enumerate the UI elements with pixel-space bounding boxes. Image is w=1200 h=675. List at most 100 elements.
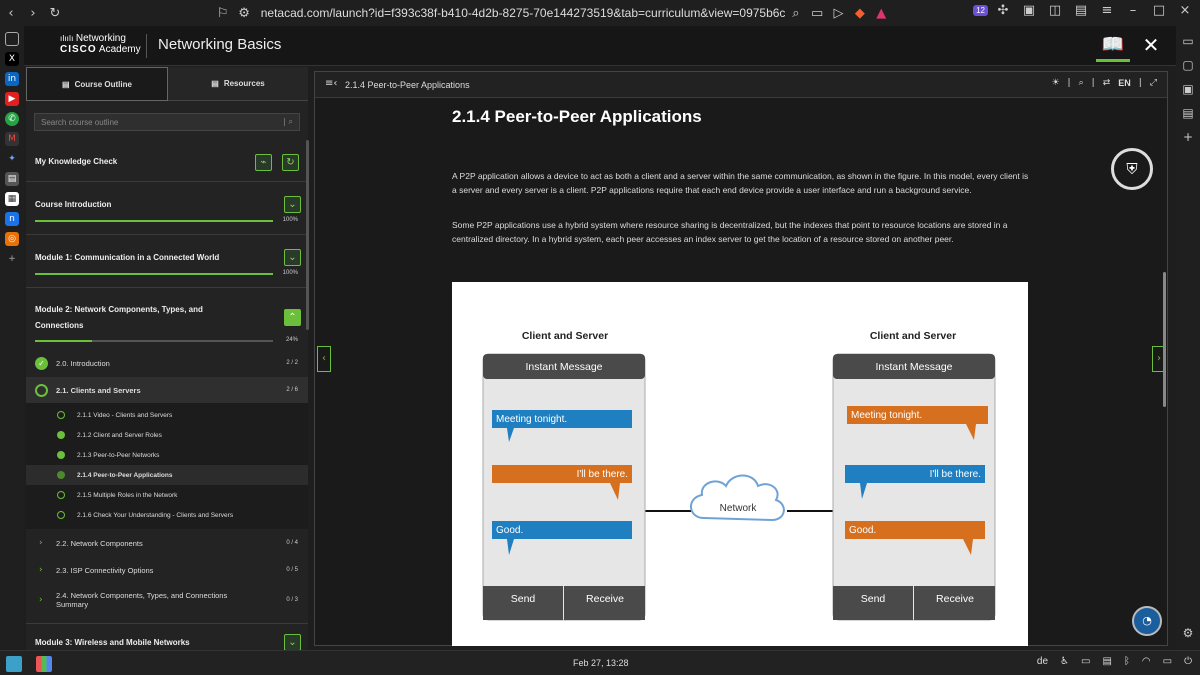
chat-icon[interactable]: ▭ xyxy=(1182,34,1194,48)
search-input[interactable]: Search course outline | ⌕ xyxy=(34,113,300,131)
chevron-down-icon[interactable]: ⌄ xyxy=(284,634,301,650)
chevron-down-icon[interactable]: ⌄ xyxy=(284,249,301,266)
x-icon[interactable]: X xyxy=(5,52,19,66)
youtube-icon[interactable]: ▶ xyxy=(5,92,19,106)
figure-svg: Client and Server Client and Server Netw… xyxy=(482,330,996,621)
wallet-icon[interactable]: ▤ xyxy=(1074,3,1088,18)
tab-count-badge[interactable]: 12 xyxy=(973,5,988,16)
calendar-icon[interactable]: ▦ xyxy=(5,192,19,206)
power-icon[interactable]: ⏻ xyxy=(1184,656,1192,667)
tab-resources[interactable]: ▤Resources xyxy=(168,67,308,101)
zoom-icon[interactable]: ⌕ xyxy=(792,5,800,21)
section-module-2-line1[interactable]: Module 2: Network Components, Types, and xyxy=(35,305,203,314)
note-icon[interactable]: ▢ xyxy=(1182,58,1194,72)
chevron-down-icon[interactable]: ⌄ xyxy=(284,196,301,213)
shield-icon[interactable]: ⛨ xyxy=(1111,148,1153,190)
sidebar-toggle-icon[interactable]: ◫ xyxy=(1048,3,1062,18)
accessibility-icon[interactable]: ♿ xyxy=(1060,656,1069,667)
menu-icon[interactable]: ≡ xyxy=(1101,3,1113,18)
add-panel-icon[interactable]: + xyxy=(1182,130,1194,144)
list-item-active[interactable]: 2.1. Clients and Servers 2 / 6 xyxy=(26,377,308,403)
cast-icon[interactable]: ▭ xyxy=(811,5,824,21)
subitem[interactable]: 2.1.2 Client and Server Roles xyxy=(26,425,308,445)
subitem[interactable]: 2.1.1 Video - Clients and Servers xyxy=(26,405,308,425)
gemini-icon[interactable]: ✦ xyxy=(8,154,16,164)
logo-brand: CISCO xyxy=(60,44,97,55)
content-scrollbar[interactable] xyxy=(1163,272,1166,407)
screen-icon[interactable]: ▭ xyxy=(1080,656,1091,667)
subitem[interactable]: 2.1.6 Check Your Understanding - Clients… xyxy=(26,505,308,525)
network-label: Network xyxy=(720,503,758,514)
url-text[interactable]: netacad.com/launch?id=f393c38f-b410-4d2b… xyxy=(260,6,786,20)
reader-icon[interactable]: ▤ xyxy=(1182,106,1194,120)
clipboard-icon[interactable]: ▤ xyxy=(1102,656,1112,667)
maximize-icon[interactable]: □ xyxy=(1152,3,1166,18)
translate-icon[interactable]: ⇄ xyxy=(1102,78,1111,88)
section-module-2-line2[interactable]: Connections xyxy=(35,321,84,330)
left-msg-1: Meeting tonight. xyxy=(496,414,567,425)
reload-icon[interactable]: ↻ xyxy=(49,5,61,21)
address-bar[interactable]: ⚐ ⚙ netacad.com/launch?id=f393c38f-b410-… xyxy=(212,3,892,23)
close-course-icon[interactable]: ✕ xyxy=(1142,33,1160,57)
app-grid-icon[interactable] xyxy=(36,656,52,672)
linkedin-icon[interactable]: in xyxy=(5,72,19,86)
menu-collapse-icon[interactable]: ≡‹ xyxy=(325,78,338,89)
app-icon[interactable]: ▤ xyxy=(5,172,19,186)
brave-shield-icon[interactable]: ◆ xyxy=(854,5,865,21)
section-course-introduction[interactable]: Course Introduction xyxy=(35,200,112,209)
settings-icon[interactable]: ⚙ xyxy=(1182,626,1194,640)
desktop-icon[interactable] xyxy=(6,656,22,672)
list-item[interactable]: › 2.4. Network Components, Types, and Co… xyxy=(26,585,308,615)
forward-icon[interactable]: › xyxy=(30,5,36,21)
assistant-icon[interactable]: ◔ xyxy=(1132,606,1162,636)
minimize-icon[interactable]: – xyxy=(1129,3,1137,18)
language-label[interactable]: EN xyxy=(1118,78,1131,88)
extension-icon[interactable]: ▣ xyxy=(1022,3,1036,18)
bluetooth-icon[interactable]: ᛒ xyxy=(1123,656,1130,667)
prev-page-button[interactable]: ‹ xyxy=(317,346,331,372)
expand-icon[interactable]: ⤢ xyxy=(1149,78,1157,88)
sidebar-scrollbar[interactable] xyxy=(306,140,309,330)
add-icon[interactable]: + xyxy=(8,254,16,264)
subitem[interactable]: 2.1.3 Peer-to-Peer Networks xyxy=(26,445,308,465)
chart-icon[interactable]: ⌁ xyxy=(255,154,272,171)
right-bubble-1 xyxy=(847,406,988,440)
play-icon[interactable]: ▷ xyxy=(833,5,844,21)
gmail-icon[interactable]: M xyxy=(5,132,19,146)
save-icon[interactable]: ▣ xyxy=(1182,82,1194,96)
wifi-icon[interactable]: ◠ xyxy=(1141,656,1151,667)
refresh-icon[interactable]: ↻ xyxy=(282,154,299,171)
puzzle-icon[interactable]: ✣ xyxy=(997,3,1009,18)
progress-fill xyxy=(35,340,93,342)
subitem[interactable]: 2.1.5 Multiple Roles in the Network xyxy=(26,485,308,505)
rewards-icon[interactable]: ▲ xyxy=(876,5,887,21)
current-icon xyxy=(57,471,65,479)
brightness-icon[interactable]: ☀ xyxy=(1051,78,1060,88)
orange-app-icon[interactable]: ◎ xyxy=(5,232,19,246)
chevron-up-icon[interactable]: ⌃ xyxy=(284,309,301,326)
keyboard-layout[interactable]: de xyxy=(1036,656,1049,667)
logo-academy: Academy xyxy=(98,44,141,55)
site-info-icon[interactable]: ⚙ xyxy=(238,5,250,21)
subitem-active[interactable]: 2.1.4 Peer-to-Peer Applications xyxy=(26,465,308,485)
search-icon[interactable]: ⌕ xyxy=(1078,78,1084,88)
bookmark-icon[interactable]: ⚐ xyxy=(216,5,229,21)
search-icon[interactable]: | ⌕ xyxy=(283,117,293,126)
whatsapp-icon[interactable]: ✆ xyxy=(5,112,19,126)
window-close-icon[interactable]: × xyxy=(1179,3,1191,18)
notion-icon[interactable]: n xyxy=(5,212,19,226)
book-icon[interactable]: 📖 xyxy=(1096,30,1130,62)
back-icon[interactable]: ‹ xyxy=(8,5,14,21)
section-module-3[interactable]: Module 3: Wireless and Mobile Networks xyxy=(35,638,190,647)
clock[interactable]: Feb 27, 13:28 xyxy=(573,658,629,668)
divider xyxy=(26,287,308,288)
list-item[interactable]: › 2.3. ISP Connectivity Options 0 / 5 xyxy=(26,557,308,583)
tab-course-outline[interactable]: ▤Course Outline xyxy=(26,67,168,101)
left-bubble-2 xyxy=(492,465,632,500)
list-item[interactable]: ✓ 2.0. Introduction 2 / 2 xyxy=(26,350,308,376)
knowledge-check-title[interactable]: My Knowledge Check xyxy=(35,157,118,166)
list-item[interactable]: › 2.2. Network Components 0 / 4 xyxy=(26,530,308,556)
panel-icon[interactable] xyxy=(5,32,19,46)
battery-icon[interactable]: ▭ xyxy=(1162,656,1173,667)
section-module-1[interactable]: Module 1: Communication in a Connected W… xyxy=(35,253,220,262)
